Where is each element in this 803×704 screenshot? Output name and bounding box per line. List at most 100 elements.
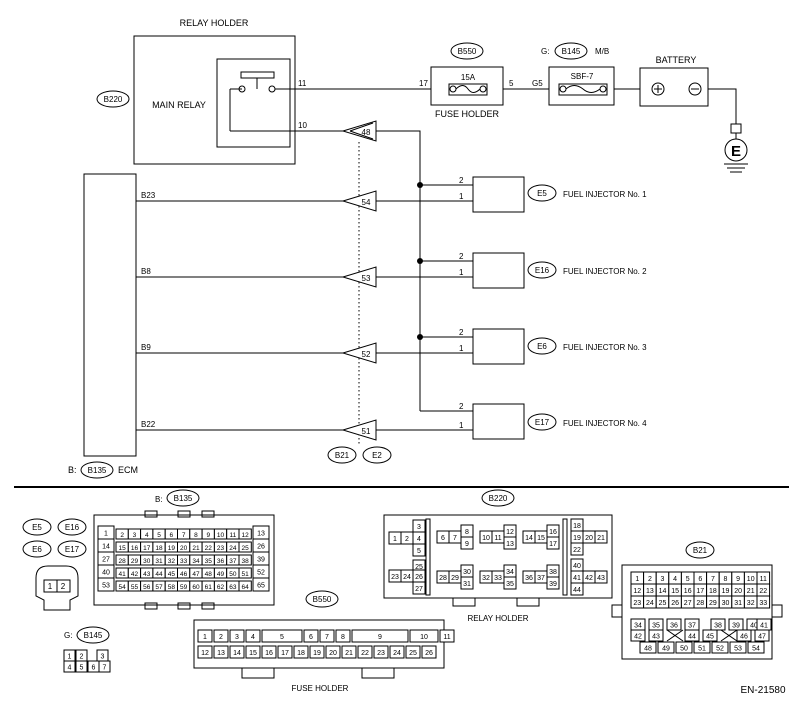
connector-b145-tag: B145 [554,42,588,60]
g-prefix-b145: G: [541,47,549,56]
sbf-7-fuse-symbol [558,83,608,96]
svg-text:B21: B21 [693,546,708,555]
pin-cell: 1 [393,536,397,543]
pin-cell: 9 [378,634,382,641]
pin-cell: 41 [119,571,127,578]
connector-b21-tag: B21 [327,446,357,464]
connector-e5-tag: E5 [537,189,547,198]
pin-cell: 39 [257,557,265,564]
pin-cell: 14 [102,544,110,551]
pin-cell: 46 [180,571,188,578]
pin-cell: 23 [633,600,641,607]
pin-cell: 35 [506,581,514,588]
pin-cell: 44 [573,587,581,594]
injector-connector-face: 1 2 [35,565,79,611]
connector-b145-face-tag: B145 [76,626,110,644]
pin-cell: 21 [345,650,353,657]
pin-cell: 13 [257,531,265,538]
pin-cell: 1 [635,576,639,583]
pin-cell: 42 [634,634,642,641]
pin-cell: 3 [661,576,665,583]
pin-cell: 24 [646,600,654,607]
pin-cell: 7 [182,532,186,539]
pin-cell: 8 [465,529,469,536]
pin-cell: 62 [217,584,225,591]
pin-cell: 27 [684,600,692,607]
pin-cell: 36 [217,558,225,565]
pin-cell: 12 [242,532,250,539]
pin-cell: 5 [686,576,690,583]
pin-cell: 32 [168,558,176,565]
pin-b22-label: B22 [141,420,156,429]
pin-cell: 15 [537,535,545,542]
pin-17-label: 17 [419,79,428,88]
pin-cell: 19 [573,535,581,542]
pin-cell: 2 [120,532,124,539]
pin-cell: 20 [585,535,593,542]
pin-cell: 23 [391,574,399,581]
svg-text:B21: B21 [335,451,350,460]
pin-cell: 53 [102,583,110,590]
pin-cell: 28 [439,575,447,582]
pin-cell: 22 [573,547,581,554]
power-bus-wire [376,130,421,411]
pin-cell: 10 [482,535,490,542]
pin-cell: 24 [229,545,237,552]
pin-cell: 17 [281,650,289,657]
pin-cell: 15 [119,545,127,552]
injector-2-circuit: B8 53 2 1 E16 FUEL INJECTOR No. 2 [136,252,647,289]
pin-cell: 29 [131,558,139,565]
svg-text:B220: B220 [104,95,123,104]
pin-cell: 4 [417,536,421,543]
pin-cell: 17 [549,541,557,548]
fuse-holder-face-label: FUSE HOLDER [292,684,349,693]
pin-cell: 36 [670,623,678,630]
g-prefix-b145-face: G: [64,631,72,640]
pin-cell: 47 [758,634,766,641]
pin-cell: 25 [409,650,417,657]
pin-cell: 23 [217,545,225,552]
pin-cell: 10 [420,634,428,641]
pin-cell: 51 [698,646,706,653]
pin-cell: 29 [709,600,717,607]
mb-label: M/B [595,47,609,56]
pin-cell: 38 [714,623,722,630]
injector-1-box [472,176,525,213]
pin-cell: 17 [143,545,151,552]
pin-cell: 58 [168,584,176,591]
pin-cell: 47 [192,571,200,578]
main-relay-box [216,58,291,148]
pin-cell: 18 [155,545,163,552]
pin-cell: 3 [101,654,105,661]
pin-cell: 16 [684,588,692,595]
pin-cell: 26 [425,650,433,657]
fuse-holder-label: FUSE HOLDER [435,109,500,119]
pin-cell: 11 [443,634,450,641]
fuse-15a-symbol [448,83,488,96]
pin-cell: 3 [417,524,421,531]
pin-cell: 19 [168,545,176,552]
pin-cell: 34 [634,623,642,630]
pin-cell: 18 [573,523,581,530]
pin-cell: 32 [747,600,755,607]
pin-cell: 36 [525,575,533,582]
pin-cell: 49 [217,571,225,578]
pin-cell: 13 [646,588,654,595]
pin-cell: 60 [192,584,200,591]
pin-cell: 43 [597,575,605,582]
pin-cell: 43 [652,634,660,641]
main-relay-label: MAIN RELAY [152,100,206,110]
pin-cell: 50 [680,646,688,653]
pin-52-label: 52 [362,350,371,359]
pin-cell: 13 [217,650,225,657]
pin-cell: 4 [68,665,72,672]
svg-text:E17: E17 [65,545,80,554]
svg-text:1: 1 [48,582,53,591]
pin-cell: 55 [131,584,139,591]
connector-b135-tag: B135 [80,461,114,479]
pin-cell: 13 [506,541,514,548]
